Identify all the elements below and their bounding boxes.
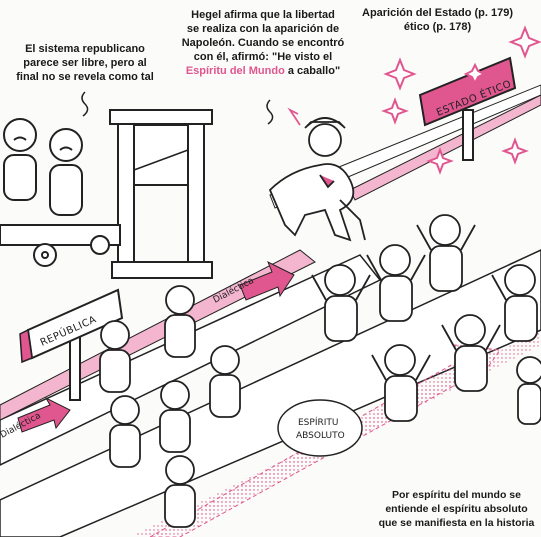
sad-figure-right (49, 128, 83, 216)
republic-caption: El sistema republicano parece ser libre,… (16, 43, 154, 83)
cart (0, 224, 121, 267)
cheering-figure (371, 344, 431, 422)
dialectic-arrow-middle (239, 260, 295, 301)
guillotine (109, 109, 213, 279)
hegel-caption-part2: a caballo" (284, 65, 341, 77)
walker-figure (109, 395, 141, 468)
state-caption: Aparición del Estado (p. 179) ético (p. … (362, 7, 513, 33)
walker-figure (209, 345, 241, 418)
cheering-figure (516, 356, 541, 425)
napoleon-figure (268, 107, 366, 242)
cheering-figure (311, 264, 371, 342)
spirit-caption: Por espíritu del mundo se entiende el es… (378, 489, 535, 529)
hegel-caption-highlight: Espíritu del Mundo (185, 65, 285, 77)
walker-figure (159, 380, 191, 453)
sad-figure-left (3, 118, 37, 201)
dialectic-arrow-left (17, 396, 71, 433)
absolute-spirit-badge: ESPÍRITU ABSOLUTO (277, 399, 363, 457)
absolute-spirit-line1: ESPÍRITU (298, 416, 338, 428)
cheering-figure (366, 244, 426, 322)
walker-figure (164, 455, 196, 528)
cheering-figure (491, 264, 538, 342)
hegel-caption: Hegel afirma que la libertad se realiza … (168, 8, 358, 78)
hegel-caption-part1: Hegel afirma que la libertad se realiza … (181, 9, 345, 63)
absolute-spirit-line2: ABSOLUTO (296, 431, 345, 441)
walker-figure (99, 320, 131, 393)
walker-figure (164, 285, 196, 358)
crowd-figures (99, 214, 541, 528)
cheering-figure (441, 314, 501, 392)
cheering-figure (416, 214, 476, 292)
caption-pointers (81, 91, 274, 125)
sparkle-icons (381, 25, 541, 175)
